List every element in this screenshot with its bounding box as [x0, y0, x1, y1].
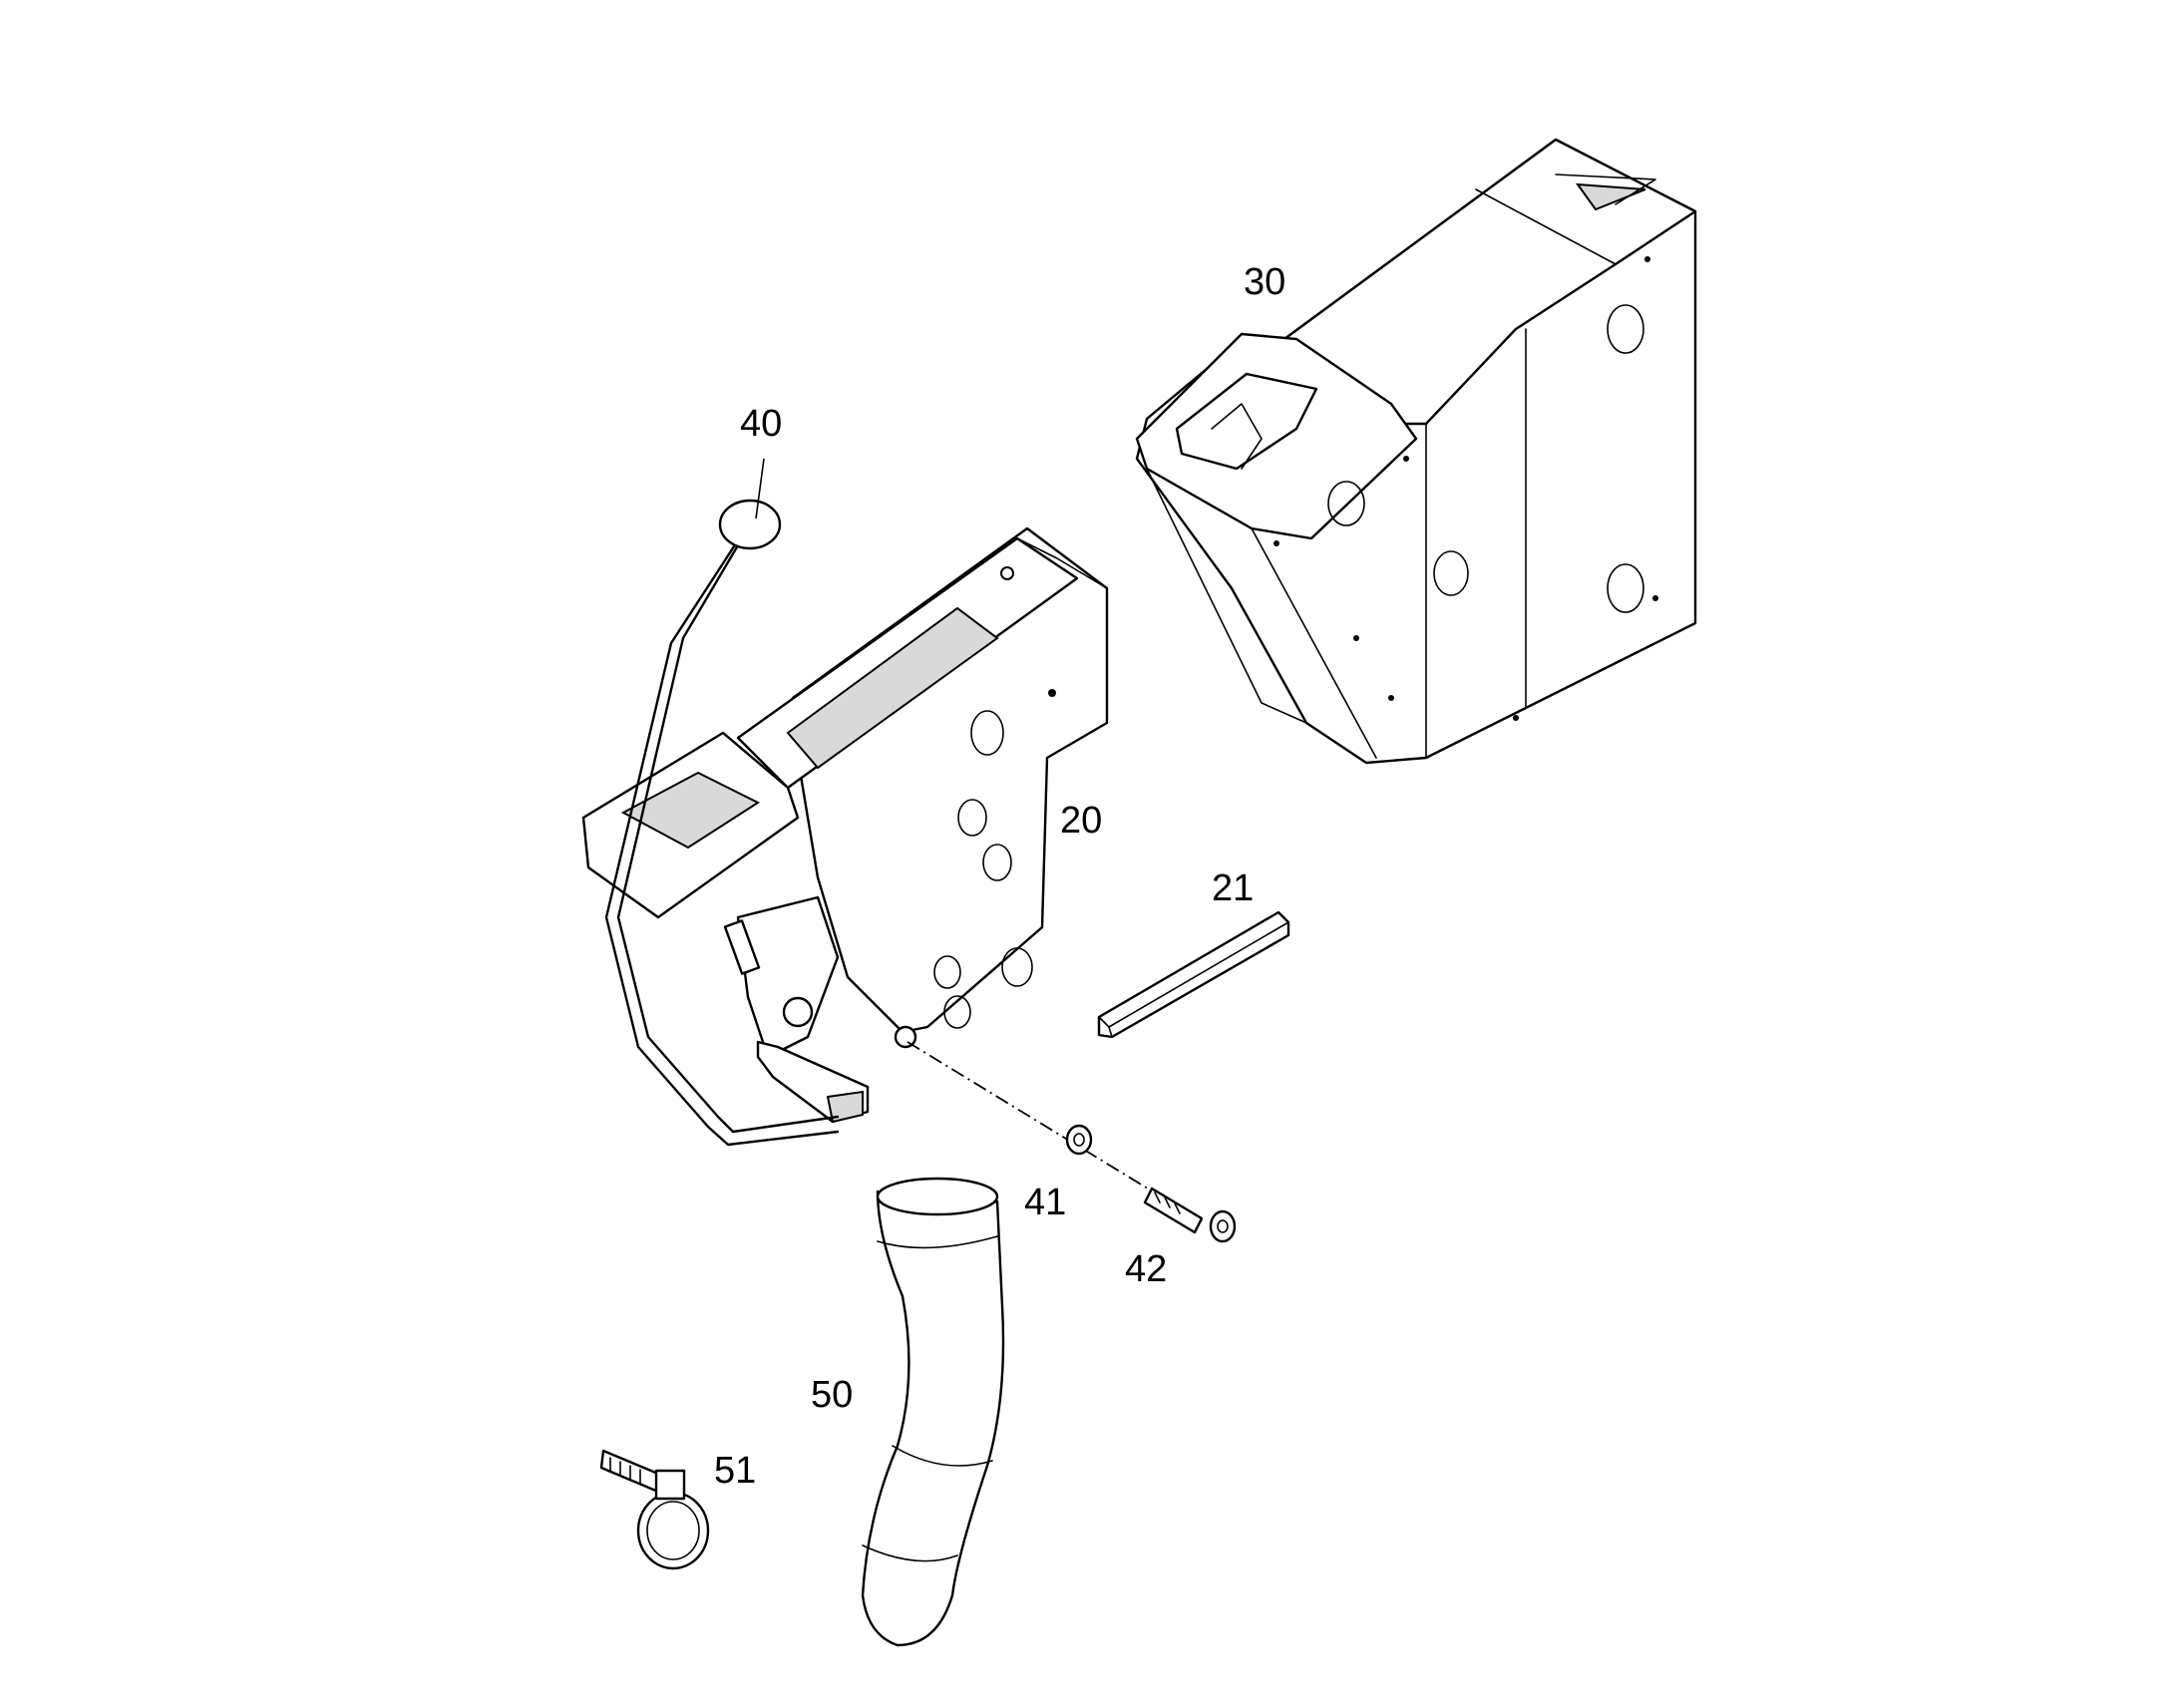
part-51-cable-tie [599, 1449, 710, 1570]
part-41-washer [1065, 1124, 1093, 1156]
leader-40 [755, 458, 765, 519]
callout-30: 30 [1244, 261, 1285, 303]
part-50-hose [861, 1177, 1005, 1647]
part-40-rod-with-knob [604, 499, 840, 1147]
part-42-bolt [1143, 1187, 1237, 1243]
part-21-edge-strip [1097, 910, 1290, 1039]
part-30-cover-housing [1135, 138, 1697, 765]
callout-40: 40 [740, 403, 782, 445]
callout-20: 20 [1060, 800, 1102, 842]
callout-51: 51 [714, 1450, 756, 1492]
callout-50: 50 [811, 1374, 853, 1416]
part-20-pedal-bracket [581, 526, 1109, 1124]
callout-41: 41 [1024, 1182, 1066, 1223]
callout-42: 42 [1125, 1248, 1167, 1290]
callout-21: 21 [1212, 867, 1254, 909]
